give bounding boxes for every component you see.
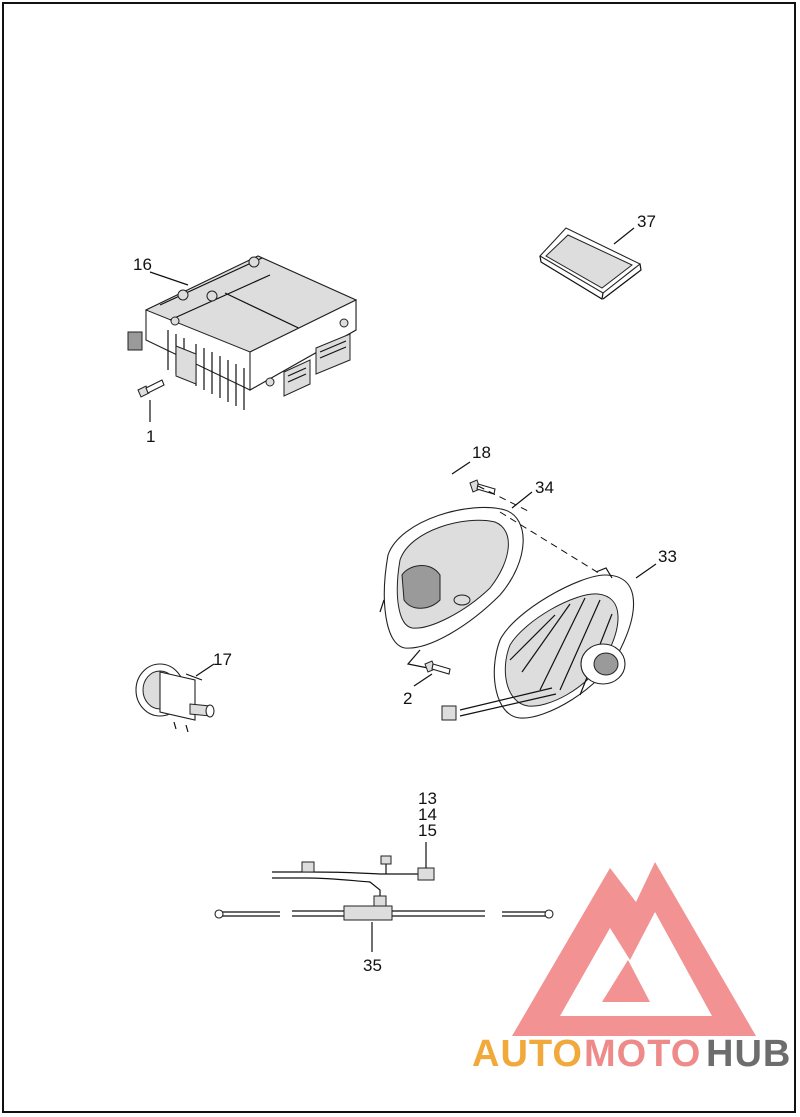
watermark-logo [512, 862, 756, 1036]
dash-line-a [477, 485, 531, 513]
callout-37: 37 [637, 212, 656, 231]
leader-2 [413, 673, 433, 687]
leader-33 [635, 563, 657, 579]
part-37-pad [539, 227, 642, 300]
part-35-antenna [214, 905, 554, 921]
callout-34: 34 [535, 478, 554, 497]
callout-33: 33 [658, 547, 677, 566]
callout-18: 18 [472, 443, 491, 462]
part-34-speaker-enclosure [379, 506, 524, 669]
callout-16: 16 [133, 255, 152, 274]
leader-18 [451, 461, 471, 475]
part-2-screw [424, 660, 451, 675]
callout-2: 2 [403, 689, 412, 708]
part-18-screw [469, 479, 496, 495]
callout-1: 1 [146, 427, 155, 446]
part-16-amplifier [127, 255, 358, 410]
logo-triangle-inner [560, 912, 712, 1016]
dash-line-b [499, 511, 611, 581]
leader-37 [613, 227, 635, 245]
callout-35: 35 [363, 956, 382, 975]
part-1-screw [137, 379, 165, 398]
callout-13: 13 [418, 789, 437, 808]
part-17-socket [135, 663, 215, 733]
part-13-14-15-harness [272, 855, 435, 907]
watermark-hub: HUB [706, 1033, 791, 1075]
leader-17 [195, 663, 215, 677]
leader-16 [149, 271, 189, 286]
watermark-moto: MOTO [584, 1033, 701, 1075]
callout-14: 14 [418, 805, 437, 824]
callout-15: 15 [418, 821, 437, 840]
part-33-speaker [441, 567, 635, 721]
callout-17: 17 [213, 650, 232, 669]
watermark-auto: AUTO [472, 1033, 583, 1075]
leader-34 [511, 491, 533, 509]
